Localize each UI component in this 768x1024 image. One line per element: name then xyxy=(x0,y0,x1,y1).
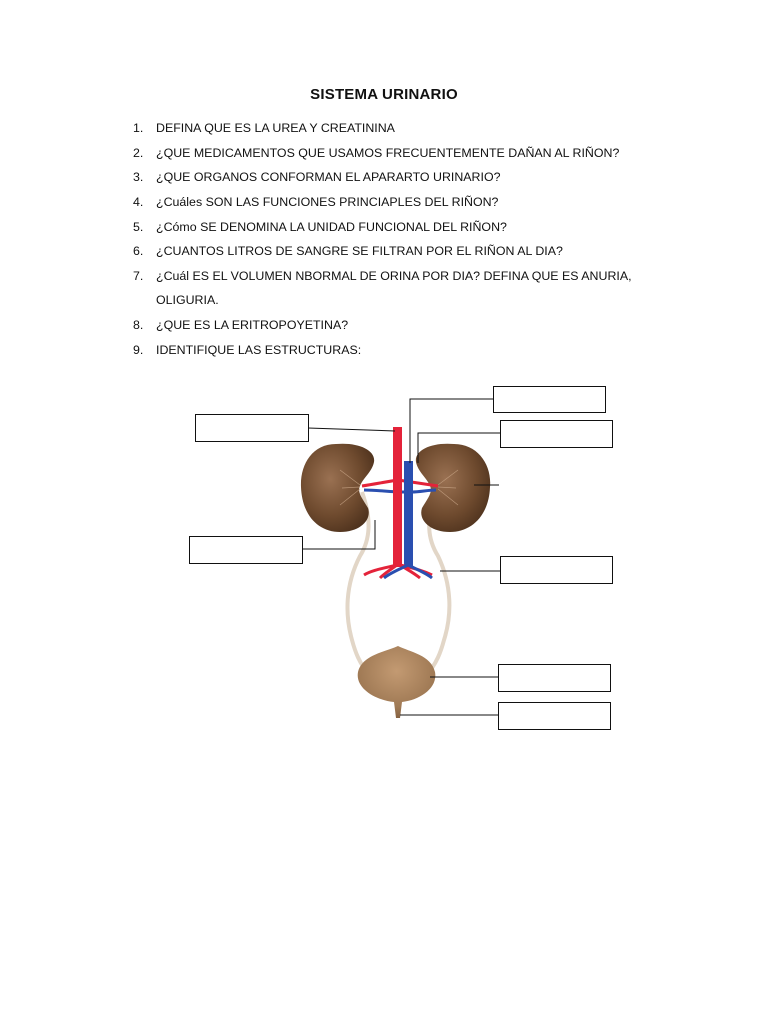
question-number: 2. xyxy=(133,145,144,160)
question-text: ¿QUE MEDICAMENTOS QUE USAMOS FRECUENTEME… xyxy=(156,145,620,160)
right-ureter xyxy=(427,491,452,670)
question-item: 2. ¿QUE MEDICAMENTOS QUE USAMOS FRECUENTE… xyxy=(133,141,653,166)
question-number: 3. xyxy=(133,170,144,185)
question-item: 6. ¿CUANTOS LITROS DE SANGRE SE FILTRAN P… xyxy=(133,239,653,264)
label-box-bladder[interactable] xyxy=(498,664,611,692)
question-number: 4. xyxy=(133,195,144,210)
question-list: 1. DEFINA QUE ES LA UREA Y CREATININA 2. ¿… xyxy=(133,116,653,362)
left-ureter xyxy=(345,491,371,670)
aorta xyxy=(393,427,402,567)
question-number: 9. xyxy=(133,342,144,357)
label-box-top-right[interactable] xyxy=(493,386,606,413)
page-title: SISTEMA URINARIO xyxy=(310,86,458,103)
question-item: 4. ¿Cuáles SON LAS FUNCIONES PRINCIAPLES … xyxy=(133,190,653,215)
left-renal-artery xyxy=(361,478,399,488)
question-number: 5. xyxy=(133,219,144,234)
question-item: 3. ¿QUE ORGANOS CONFORMAN EL APARARTO URI… xyxy=(133,165,653,190)
right-renal-vein xyxy=(411,488,437,494)
question-text: IDENTIFIQUE LAS ESTRUCTURAS: xyxy=(156,342,362,357)
label-box-aorta[interactable] xyxy=(195,414,309,442)
question-item: 1. DEFINA QUE ES LA UREA Y CREATININA xyxy=(133,116,653,141)
question-item: 8. ¿QUE ES LA ERITROPOYETINA? xyxy=(133,313,653,338)
vena-cava xyxy=(404,461,413,567)
iliac-vessels xyxy=(363,563,433,580)
question-item: 5. ¿Cómo SE DENOMINA LA UNIDAD FUNCIONAL … xyxy=(133,214,653,239)
question-number: 1. xyxy=(133,121,144,136)
question-text: DEFINA QUE ES LA UREA Y CREATININA xyxy=(156,121,395,136)
leader-lines xyxy=(302,398,500,716)
question-text: ¿CUANTOS LITROS DE SANGRE SE FILTRAN POR… xyxy=(156,244,563,259)
kidney-calyces xyxy=(339,469,459,506)
bladder xyxy=(357,646,436,718)
label-box-ureter-right[interactable] xyxy=(500,556,613,584)
left-kidney xyxy=(300,443,375,532)
question-number: 6. xyxy=(133,244,144,259)
question-text: ¿QUE ES LA ERITROPOYETINA? xyxy=(156,318,349,333)
label-box-ureter-left[interactable] xyxy=(189,536,303,564)
question-text: ¿QUE ORGANOS CONFORMAN EL APARARTO URINA… xyxy=(156,170,501,185)
question-text: ¿Cómo SE DENOMINA LA UNIDAD FUNCIONAL DE… xyxy=(156,219,507,234)
label-box-urethra[interactable] xyxy=(498,702,611,730)
question-text: ¿Cuáles SON LAS FUNCIONES PRINCIAPLES DE… xyxy=(156,195,499,210)
question-text: ¿Cuál ES EL VOLUMEN NBORMAL DE ORINA POR… xyxy=(156,268,632,283)
question-number: 8. xyxy=(133,318,144,333)
question-item: 7. ¿Cuál ES EL VOLUMEN NBORMAL DE ORINA P… xyxy=(133,264,653,313)
question-item: 9. IDENTIFIQUE LAS ESTRUCTURAS: xyxy=(133,337,653,362)
question-number: 7. xyxy=(133,268,144,283)
label-box-vena-cava[interactable] xyxy=(500,420,613,448)
question-text-continuation: OLIGURIA. xyxy=(156,293,219,308)
